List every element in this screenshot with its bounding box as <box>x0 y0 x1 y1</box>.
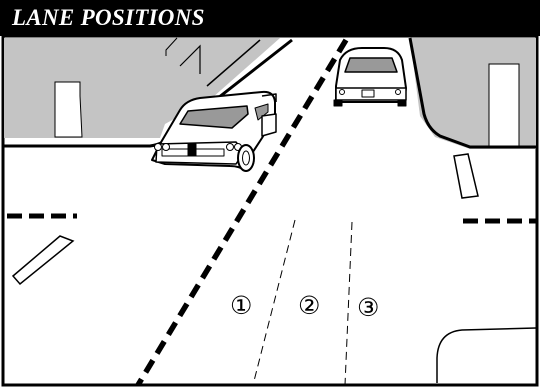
center-dashed-line <box>135 38 349 387</box>
car-parked-left-icon <box>151 90 277 172</box>
lane-divider-1 <box>252 219 296 386</box>
car-oncoming-icon <box>333 47 407 107</box>
left-sidewalk-stripe <box>11 235 75 286</box>
lane-marker-3: ③ <box>357 293 380 322</box>
lane-marker-1: ① <box>230 291 253 320</box>
title-bar: LANE POSITIONS <box>0 0 540 36</box>
lane-divider-2 <box>344 221 353 386</box>
page-title: LANE POSITIONS <box>12 5 205 30</box>
lane-marker-2: ② <box>298 291 321 320</box>
right-buildings <box>408 37 536 149</box>
bottom-right-curb <box>436 327 537 383</box>
road-scene: ① ② ③ <box>0 36 540 388</box>
right-sidewalk-stripe <box>453 153 479 199</box>
